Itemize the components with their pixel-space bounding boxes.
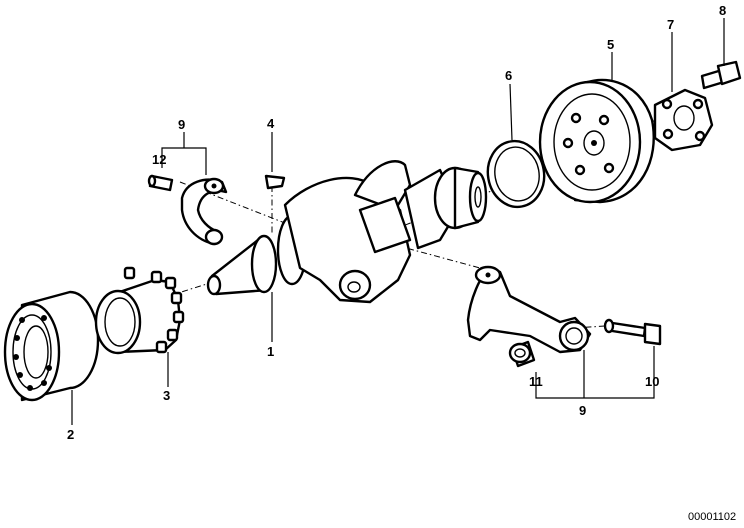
woodruff-key — [264, 174, 286, 190]
dowel-pin — [147, 174, 174, 192]
rod-bolt — [603, 318, 662, 346]
callout-8: 8 — [719, 3, 726, 18]
callout-9-upper: 9 — [178, 117, 185, 132]
callout-5: 5 — [607, 37, 614, 52]
bearing-cap — [180, 177, 228, 246]
hub-plate — [653, 88, 714, 152]
vibration-damper-pulley — [538, 78, 655, 204]
callout-6: 6 — [505, 68, 512, 83]
callout-10: 10 — [645, 374, 659, 389]
connecting-rod — [466, 265, 592, 354]
pulley-bolt — [700, 60, 742, 90]
callout-12: 12 — [152, 152, 166, 167]
leader-lines — [71, 18, 725, 425]
callout-3: 3 — [163, 388, 170, 403]
callouts: 1 2 3 4 5 6 7 8 9 9 10 11 12 — [67, 3, 726, 442]
callout-9-lower: 9 — [579, 403, 586, 418]
ball-bearing — [3, 290, 100, 402]
callout-1: 1 — [267, 344, 274, 359]
callout-2: 2 — [67, 427, 74, 442]
callout-11: 11 — [529, 374, 543, 389]
callout-7: 7 — [667, 17, 674, 32]
crankshaft — [206, 160, 488, 304]
sprocket-gear — [94, 266, 185, 355]
o-ring-seal — [486, 139, 546, 209]
reference-number: 00001102 — [688, 511, 736, 523]
small-end-bushing — [508, 340, 536, 368]
callout-4: 4 — [267, 116, 275, 131]
